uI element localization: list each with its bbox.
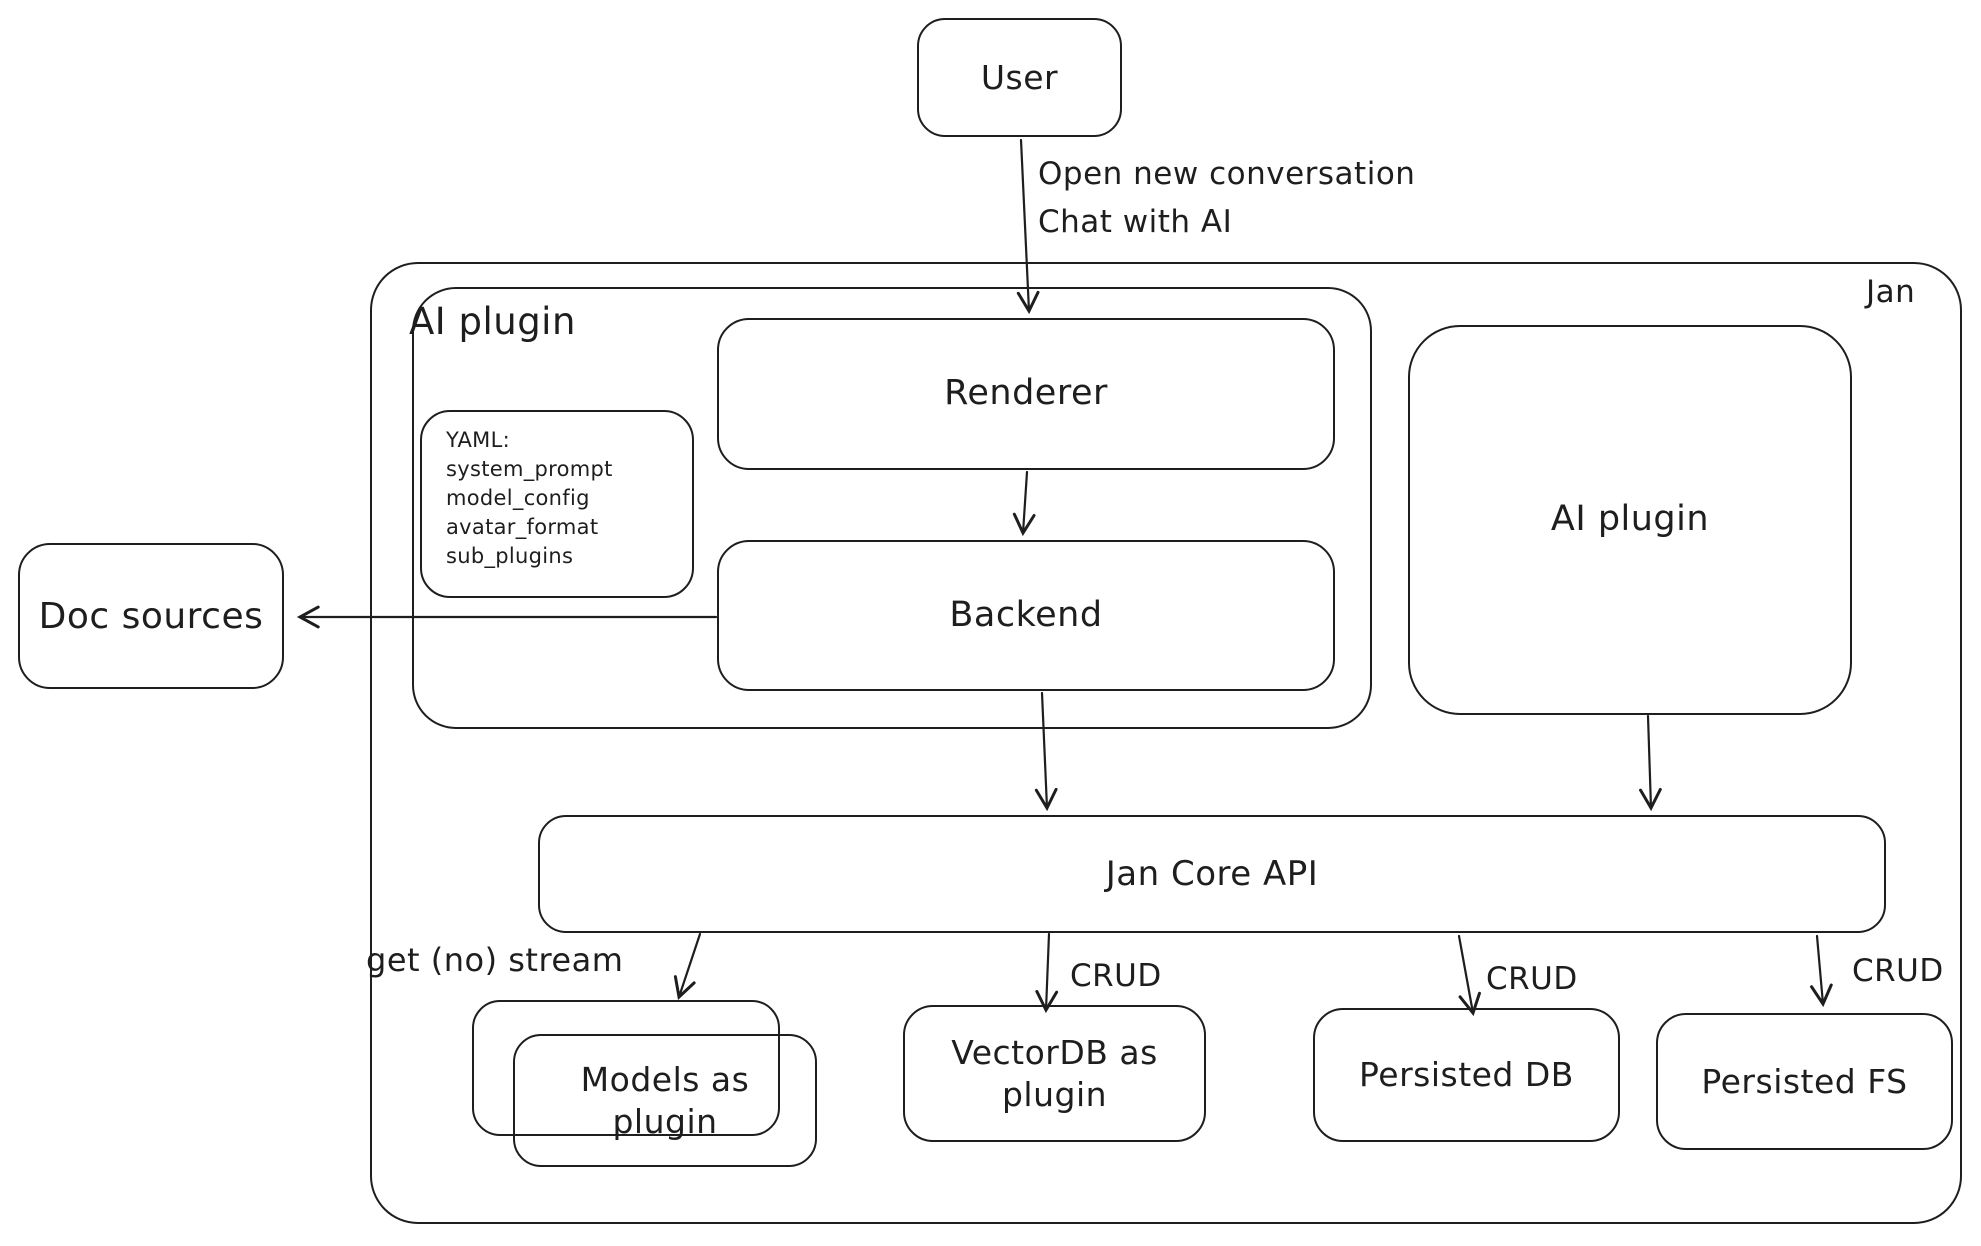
crud-label-persisted-db: CRUD <box>1486 961 1578 997</box>
crud-label-vectordb: CRUD <box>1070 958 1162 994</box>
persisted-db-box: Persisted DB <box>1313 1008 1620 1142</box>
doc-sources-box: Doc sources <box>18 543 284 689</box>
crud-label-persisted-fs: CRUD <box>1852 953 1944 989</box>
models-outer-box <box>472 1000 780 1136</box>
vectordb-box: VectorDB as plugin <box>903 1005 1206 1142</box>
backend-box: Backend <box>717 540 1335 691</box>
ai-plugin-right-label: AI plugin <box>1550 499 1710 540</box>
persisted-fs-box: Persisted FS <box>1656 1013 1953 1150</box>
yaml-note-line: sub_plugins <box>446 543 574 568</box>
ai-plugin-group-container <box>412 287 1372 729</box>
yaml-note-line: avatar_format <box>446 514 599 539</box>
jan-core-api-box: Jan Core API <box>538 815 1886 933</box>
renderer-label: Renderer <box>944 373 1108 414</box>
persisted-fs-label: Persisted FS <box>1701 1061 1908 1101</box>
vectordb-label: VectorDB as plugin <box>951 1033 1158 1114</box>
ai-plugin-group-label: AI plugin <box>409 300 576 343</box>
yaml-note-line: model_config <box>446 485 590 510</box>
yaml-note-line: YAML: <box>446 428 510 452</box>
backend-label: Backend <box>949 594 1103 635</box>
persisted-db-label: Persisted DB <box>1359 1055 1574 1095</box>
models-inner-box: Models as plugin <box>513 1034 817 1167</box>
jan-container-label: Jan <box>1866 274 1916 310</box>
jan-core-api-label: Jan Core API <box>1105 853 1319 894</box>
user-box: User <box>917 18 1122 137</box>
user-label: User <box>980 57 1059 97</box>
user-arrow-label-line1: Open new conversation <box>1038 156 1416 192</box>
doc-sources-label: Doc sources <box>38 595 264 637</box>
jan-container <box>370 262 1962 1224</box>
yaml-note-line: system_prompt <box>446 456 613 481</box>
yaml-note: YAML: system_prompt model_config avatar_… <box>420 410 694 598</box>
user-arrow-label: Open new conversation Chat with AI <box>1038 150 1415 246</box>
user-arrow-label-line2: Chat with AI <box>1038 204 1233 241</box>
ai-plugin-right-box: AI plugin <box>1408 325 1852 715</box>
get-stream-label: get (no) stream <box>366 941 624 979</box>
renderer-box: Renderer <box>717 318 1335 470</box>
models-label: Models as plugin <box>580 1060 750 1141</box>
